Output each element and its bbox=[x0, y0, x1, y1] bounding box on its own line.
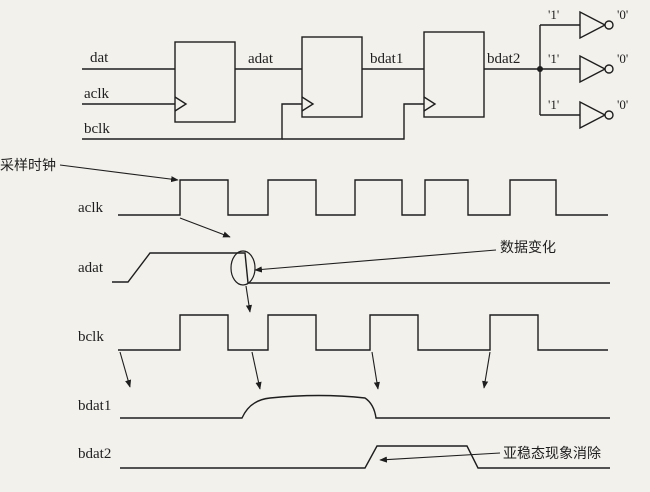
bclk-wire-ff2 bbox=[82, 103, 302, 140]
inverter-2 bbox=[579, 54, 607, 84]
data-change-marker bbox=[230, 250, 256, 286]
aclk-wave-label: aclk bbox=[78, 200, 103, 216]
bclk-wave-label: bclk bbox=[78, 329, 104, 345]
timing-diagram: aclk adat bclk bdat1 bdat2 采样时钟 数据变化 亚稳态… bbox=[0, 157, 610, 469]
flip-flop-3-clock-triangle bbox=[423, 96, 437, 112]
aclk-waveform bbox=[118, 179, 608, 216]
bclk-to-bdat1-arrow-2 bbox=[251, 351, 262, 390]
bdat1-waveform bbox=[120, 394, 610, 419]
flip-flop-1-clock-triangle bbox=[174, 96, 188, 112]
bclk-label: bclk bbox=[84, 121, 110, 137]
data-change-arrow bbox=[254, 249, 497, 273]
dat-label: dat bbox=[90, 50, 109, 66]
inverter-1-output-label: '0' bbox=[617, 7, 628, 22]
bclk-to-bdat1-arrow-3 bbox=[371, 351, 380, 390]
inverter-2-bubble bbox=[604, 64, 614, 74]
inverter-3-output-label: '0' bbox=[617, 97, 628, 112]
adat-label: adat bbox=[248, 51, 274, 67]
flip-flop-3 bbox=[423, 31, 485, 118]
bdat2-wave-label: bdat2 bbox=[78, 446, 111, 462]
flip-flop-2-clock-triangle bbox=[301, 96, 315, 112]
adat-wave-label: adat bbox=[78, 260, 104, 276]
metastability-resolved-annotation: 亚稳态现象消除 bbox=[503, 446, 601, 462]
bdat1-wave-label: bdat1 bbox=[78, 398, 111, 414]
bclk-waveform bbox=[118, 314, 608, 351]
inverter-1-input-label: '1' bbox=[548, 7, 559, 22]
aclk-label: aclk bbox=[84, 86, 109, 102]
sampling-clock-annotation: 采样时钟 bbox=[0, 157, 56, 174]
inverter-3 bbox=[579, 100, 607, 130]
data-change-annotation: 数据变化 bbox=[500, 240, 556, 256]
bclk-wire-ff3 bbox=[282, 103, 424, 140]
inverter-2-input-label: '1' bbox=[548, 51, 559, 66]
inverter-3-input-label: '1' bbox=[548, 97, 559, 112]
aclk-to-adat-arrow-1 bbox=[179, 217, 231, 238]
inverter-1 bbox=[579, 10, 607, 40]
inverter-3-bubble bbox=[604, 110, 614, 120]
adat-waveform bbox=[112, 252, 610, 284]
sampling-clock-arrow bbox=[59, 164, 179, 183]
bdat2-waveform bbox=[120, 445, 610, 469]
inverter-2-output-label: '0' bbox=[617, 51, 628, 66]
bdat1-label: bdat1 bbox=[370, 51, 403, 67]
circuit-schematic: dat aclk bclk adat bdat1 bdat2 '1' '1' '… bbox=[82, 7, 628, 140]
bclk-to-bdat1-arrow-4 bbox=[482, 351, 491, 389]
bdat2-label: bdat2 bbox=[487, 51, 520, 67]
bclk-to-bdat1-arrow-1 bbox=[119, 351, 132, 388]
flip-flop-1 bbox=[174, 41, 236, 123]
metastability-resolved-arrow bbox=[379, 452, 501, 463]
adat-to-bclk-arrow bbox=[245, 285, 252, 313]
inverter-1-bubble bbox=[604, 20, 614, 30]
